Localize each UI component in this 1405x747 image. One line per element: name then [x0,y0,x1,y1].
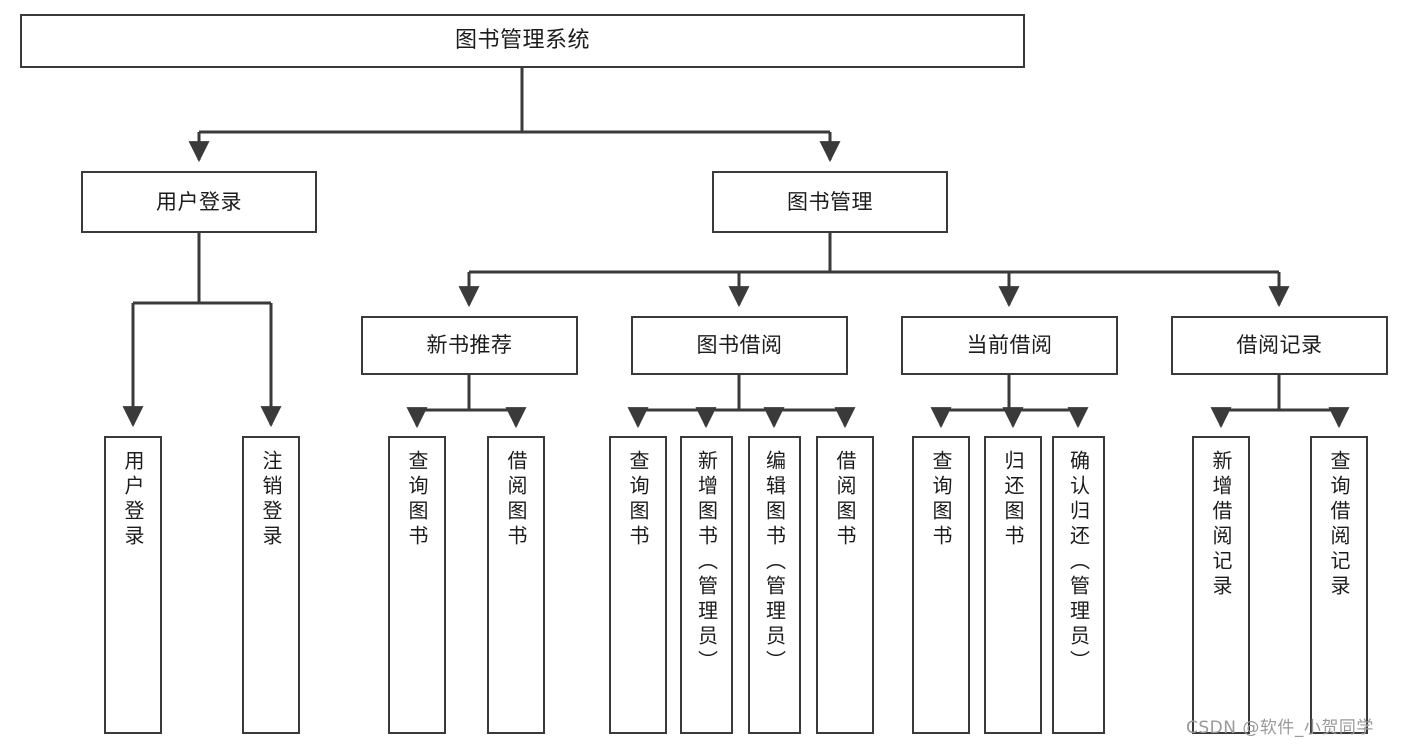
node-user-login-label: 用户登录 [156,189,242,214]
leaf-borrow-book-newbook-label: 借阅图书 [504,450,528,550]
leaf-return-book[interactable]: 归还图书 [984,436,1042,734]
node-root-label: 图书管理系统 [454,28,590,54]
leaf-add-book-admin[interactable]: 新增图书（管理员） [680,436,733,734]
node-new-book-recommend-label: 新书推荐 [426,333,513,358]
leaf-user-login[interactable]: 用户登录 [104,436,162,734]
leaf-borrow-book-newbook[interactable]: 借阅图书 [487,436,545,734]
leaf-user-login-label: 用户登录 [121,450,145,550]
node-book-management[interactable]: 图书管理 [712,171,948,233]
leaf-edit-book-admin[interactable]: 编辑图书（管理员） [748,436,801,734]
leaf-add-borrow-record[interactable]: 新增借阅记录 [1192,436,1250,734]
node-book-borrow[interactable]: 图书借阅 [631,316,848,375]
node-borrow-record[interactable]: 借阅记录 [1171,316,1388,375]
node-borrow-record-label: 借阅记录 [1236,333,1323,358]
node-new-book-recommend[interactable]: 新书推荐 [361,316,578,375]
leaf-add-book-admin-label: 新增图书（管理员） [694,450,719,675]
leaf-query-borrow-record-label: 查询借阅记录 [1327,450,1351,600]
leaf-borrow-book[interactable]: 借阅图书 [816,436,874,734]
leaf-query-book-current-label: 查询图书 [929,450,953,550]
leaf-logout[interactable]: 注销登录 [242,436,300,734]
leaf-logout-label: 注销登录 [259,450,283,550]
leaf-query-book-newbook[interactable]: 查询图书 [388,436,446,734]
leaf-query-borrow-record[interactable]: 查询借阅记录 [1310,436,1368,734]
leaf-query-book-newbook-label: 查询图书 [405,450,429,550]
node-book-borrow-label: 图书借阅 [696,333,783,358]
leaf-confirm-return-admin-label: 确认归还（管理员） [1066,450,1091,675]
node-root[interactable]: 图书管理系统 [20,14,1025,68]
leaf-query-book-borrow[interactable]: 查询图书 [609,436,667,734]
node-current-borrow[interactable]: 当前借阅 [901,316,1118,375]
node-book-management-label: 图书管理 [787,189,873,214]
leaf-confirm-return-admin[interactable]: 确认归还（管理员） [1052,436,1105,734]
leaf-return-book-label: 归还图书 [1001,450,1025,550]
leaf-query-book-current[interactable]: 查询图书 [912,436,970,734]
node-current-borrow-label: 当前借阅 [966,333,1053,358]
node-user-login[interactable]: 用户登录 [81,171,317,233]
leaf-borrow-book-label: 借阅图书 [833,450,857,550]
leaf-add-borrow-record-label: 新增借阅记录 [1209,450,1233,600]
leaf-edit-book-admin-label: 编辑图书（管理员） [762,450,787,675]
csdn-watermark: CSDN @软件_小贺同学 [1186,718,1374,738]
leaf-query-book-borrow-label: 查询图书 [626,450,650,550]
